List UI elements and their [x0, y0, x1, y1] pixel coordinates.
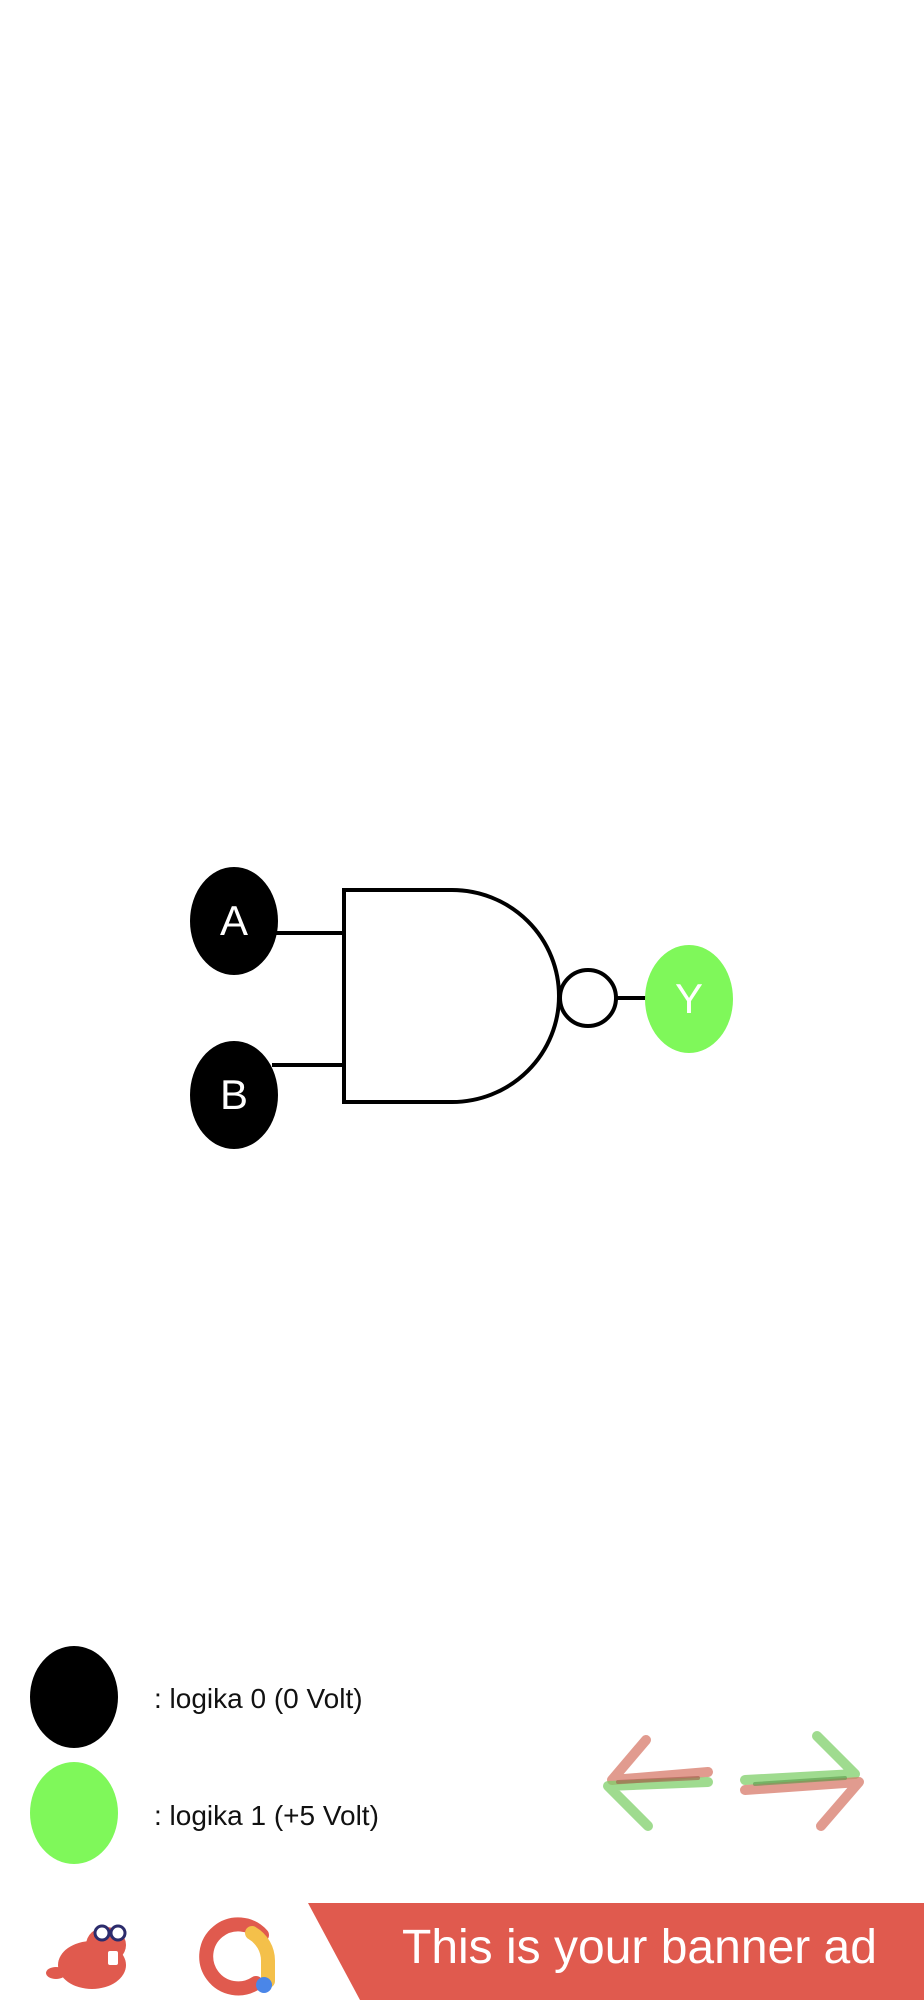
arrow-left-icon — [603, 1735, 713, 1831]
legend-logic1-swatch — [30, 1762, 118, 1864]
input-b-label: B — [219, 1071, 248, 1118]
banner-ad-text: This is your banner ad — [402, 1921, 877, 1974]
prev-button[interactable] — [568, 1720, 718, 1840]
legend-logic0-swatch — [30, 1646, 118, 1748]
legend-logic0-label: : logika 0 (0 Volt) — [154, 1683, 363, 1714]
mascot-logo-icon — [46, 1924, 127, 1989]
input-b-node[interactable]: B — [190, 1041, 278, 1149]
nand-gate-body — [342, 888, 561, 1104]
banner-ad[interactable]: This is your banner ad — [0, 1903, 924, 2000]
nand-inversion-bubble — [558, 968, 618, 1028]
output-y-label: Y — [674, 975, 703, 1022]
output-y-node: Y — [645, 945, 733, 1053]
arrow-right-icon — [740, 1731, 864, 1831]
ad-network-logo-icon — [199, 1917, 276, 1996]
next-button[interactable] — [735, 1720, 885, 1840]
legend-logic1-label: : logika 1 (+5 Volt) — [154, 1800, 379, 1831]
banner-ad-background — [308, 1903, 924, 2000]
input-a-label: A — [219, 897, 248, 944]
input-a-node[interactable]: A — [190, 867, 278, 975]
